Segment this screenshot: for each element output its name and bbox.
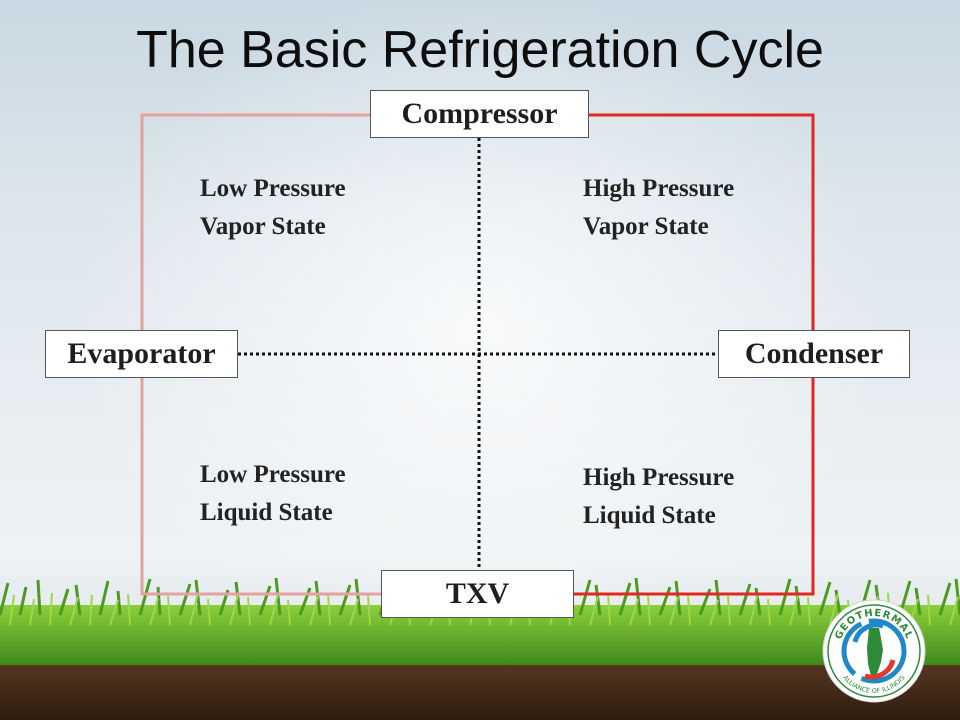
state-label-high-pressure-vapor: High Pressure Vapor State bbox=[583, 170, 734, 246]
geothermal-alliance-logo: GEOTHERMAL ALLIANCE OF ILLINOIS bbox=[822, 599, 926, 703]
state-line-2: Liquid State bbox=[200, 499, 333, 526]
txv-box: TXV bbox=[381, 570, 574, 618]
state-line-1: High Pressure bbox=[583, 464, 735, 491]
compressor-box: Compressor bbox=[370, 90, 589, 138]
state-line-1: Low Pressure bbox=[200, 175, 346, 202]
state-line-1: High Pressure bbox=[583, 175, 735, 202]
state-label-low-pressure-vapor: Low Pressure Vapor State bbox=[200, 170, 346, 246]
state-line-2: Vapor State bbox=[200, 213, 326, 240]
state-line-2: Vapor State bbox=[583, 213, 709, 240]
state-line-1: Low Pressure bbox=[200, 461, 346, 488]
evaporator-box: Evaporator bbox=[45, 330, 238, 378]
state-line-2: Liquid State bbox=[583, 502, 716, 529]
state-label-low-pressure-liquid: Low Pressure Liquid State bbox=[200, 456, 346, 532]
grass-ground-background bbox=[0, 577, 960, 720]
slide-title: The Basic Refrigeration Cycle bbox=[136, 21, 824, 79]
state-label-high-pressure-liquid: High Pressure Liquid State bbox=[583, 459, 734, 535]
condenser-box: Condenser bbox=[718, 330, 910, 378]
